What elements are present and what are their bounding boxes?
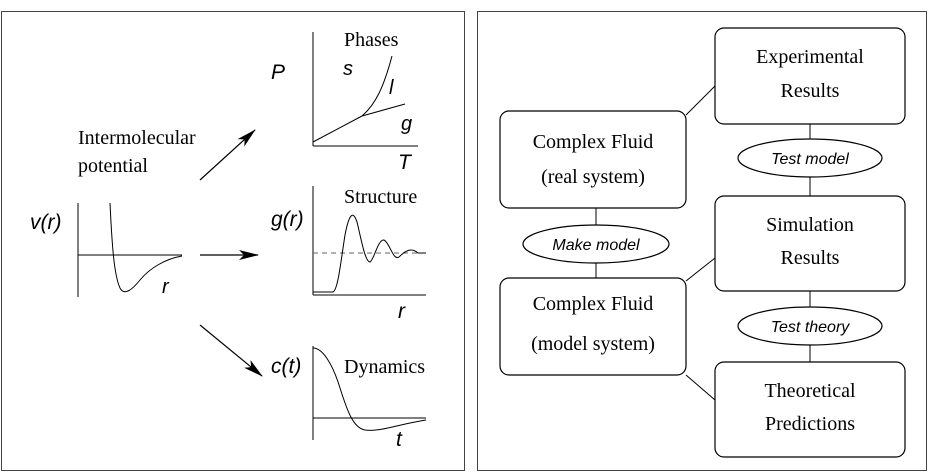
arrow-to-dynamics bbox=[199, 324, 263, 377]
phases-xlabel: T bbox=[398, 151, 413, 174]
phase-boundary-sublimation bbox=[312, 115, 363, 143]
box-complex-fluid-real-line2: (real system) bbox=[541, 166, 645, 188]
box-experimental-results: Experimental Results bbox=[714, 27, 906, 125]
box-complex-fluid-model-line1: Complex Fluid bbox=[533, 293, 654, 315]
dynamics-xlabel: t bbox=[396, 428, 403, 451]
box-complex-fluid-real-line1: Complex Fluid bbox=[533, 131, 654, 153]
box-experimental-results-frame bbox=[714, 27, 906, 125]
phase-boundary-melting bbox=[361, 55, 393, 117]
dynamics-plot: c(t) Dynamics t bbox=[271, 346, 427, 451]
oval-test-model-shape bbox=[737, 138, 883, 178]
dynamics-curve bbox=[312, 347, 427, 431]
box-complex-fluid-model: Complex Fluid (model system) bbox=[499, 277, 687, 376]
left-panel: Intermolecular potential v(r) r Phases P… bbox=[1, 11, 465, 471]
intermolecular-label-line1: Intermolecular bbox=[78, 127, 196, 149]
phases-ylabel: P bbox=[271, 61, 285, 84]
potential-plot: v(r) r bbox=[30, 202, 183, 298]
oval-test-model: Test model bbox=[737, 138, 883, 178]
structure-curve bbox=[313, 214, 426, 293]
box-theoretical-predictions-line2: Predictions bbox=[765, 413, 855, 435]
box-complex-fluid-real-frame bbox=[499, 110, 687, 209]
box-complex-fluid-model-line2: (model system) bbox=[531, 333, 655, 355]
phases-plot: Phases P s l g T bbox=[271, 29, 418, 174]
left-panel-frame bbox=[1, 11, 465, 471]
potential-ylabel: v(r) bbox=[30, 211, 61, 234]
connector-real-to-experimental bbox=[685, 85, 716, 116]
arrow-to-phases bbox=[199, 129, 256, 181]
box-theoretical-predictions-frame bbox=[714, 361, 906, 458]
box-experimental-results-line1: Experimental bbox=[756, 46, 864, 68]
box-simulation-results: Simulation Results bbox=[714, 195, 906, 292]
structure-plot: Structure g(r) r bbox=[271, 186, 426, 323]
connector-model-to-theory bbox=[685, 374, 716, 401]
right-panel-frame bbox=[477, 11, 927, 471]
phase-label-solid: s bbox=[343, 58, 353, 80]
box-theoretical-predictions: Theoretical Predictions bbox=[714, 361, 906, 458]
box-simulation-results-frame bbox=[714, 195, 906, 292]
oval-make-model-shape bbox=[522, 224, 670, 264]
box-complex-fluid-real: Complex Fluid (real system) bbox=[499, 110, 687, 209]
dynamics-title: Dynamics bbox=[344, 356, 425, 378]
intermolecular-label-line2: potential bbox=[78, 155, 148, 177]
oval-test-theory: Test theory bbox=[737, 306, 883, 346]
phase-label-liquid: l bbox=[389, 77, 394, 99]
phase-boundary-vaporization bbox=[361, 103, 406, 117]
phase-label-gas: g bbox=[401, 113, 412, 135]
box-simulation-results-line2: Results bbox=[781, 247, 840, 269]
connector-model-to-simulation bbox=[685, 257, 716, 282]
oval-test-model-label: Test model bbox=[771, 151, 849, 168]
box-theoretical-predictions-line1: Theoretical bbox=[764, 380, 855, 402]
oval-make-model: Make model bbox=[522, 224, 670, 264]
box-complex-fluid-model-frame bbox=[499, 277, 687, 376]
potential-xlabel: r bbox=[162, 276, 170, 298]
structure-xlabel: r bbox=[398, 300, 406, 323]
potential-curve bbox=[109, 202, 183, 293]
oval-make-model-label: Make model bbox=[552, 237, 640, 254]
box-simulation-results-line1: Simulation bbox=[766, 214, 854, 236]
phases-title: Phases bbox=[344, 29, 399, 51]
oval-test-theory-label: Test theory bbox=[771, 319, 851, 336]
box-experimental-results-line2: Results bbox=[781, 80, 840, 102]
oval-test-theory-shape bbox=[737, 306, 883, 346]
structure-ylabel: g(r) bbox=[271, 208, 304, 231]
structure-title: Structure bbox=[344, 186, 417, 208]
dynamics-ylabel: c(t) bbox=[271, 355, 301, 378]
right-panel: Experimental Results Complex Fluid (real… bbox=[477, 11, 927, 471]
